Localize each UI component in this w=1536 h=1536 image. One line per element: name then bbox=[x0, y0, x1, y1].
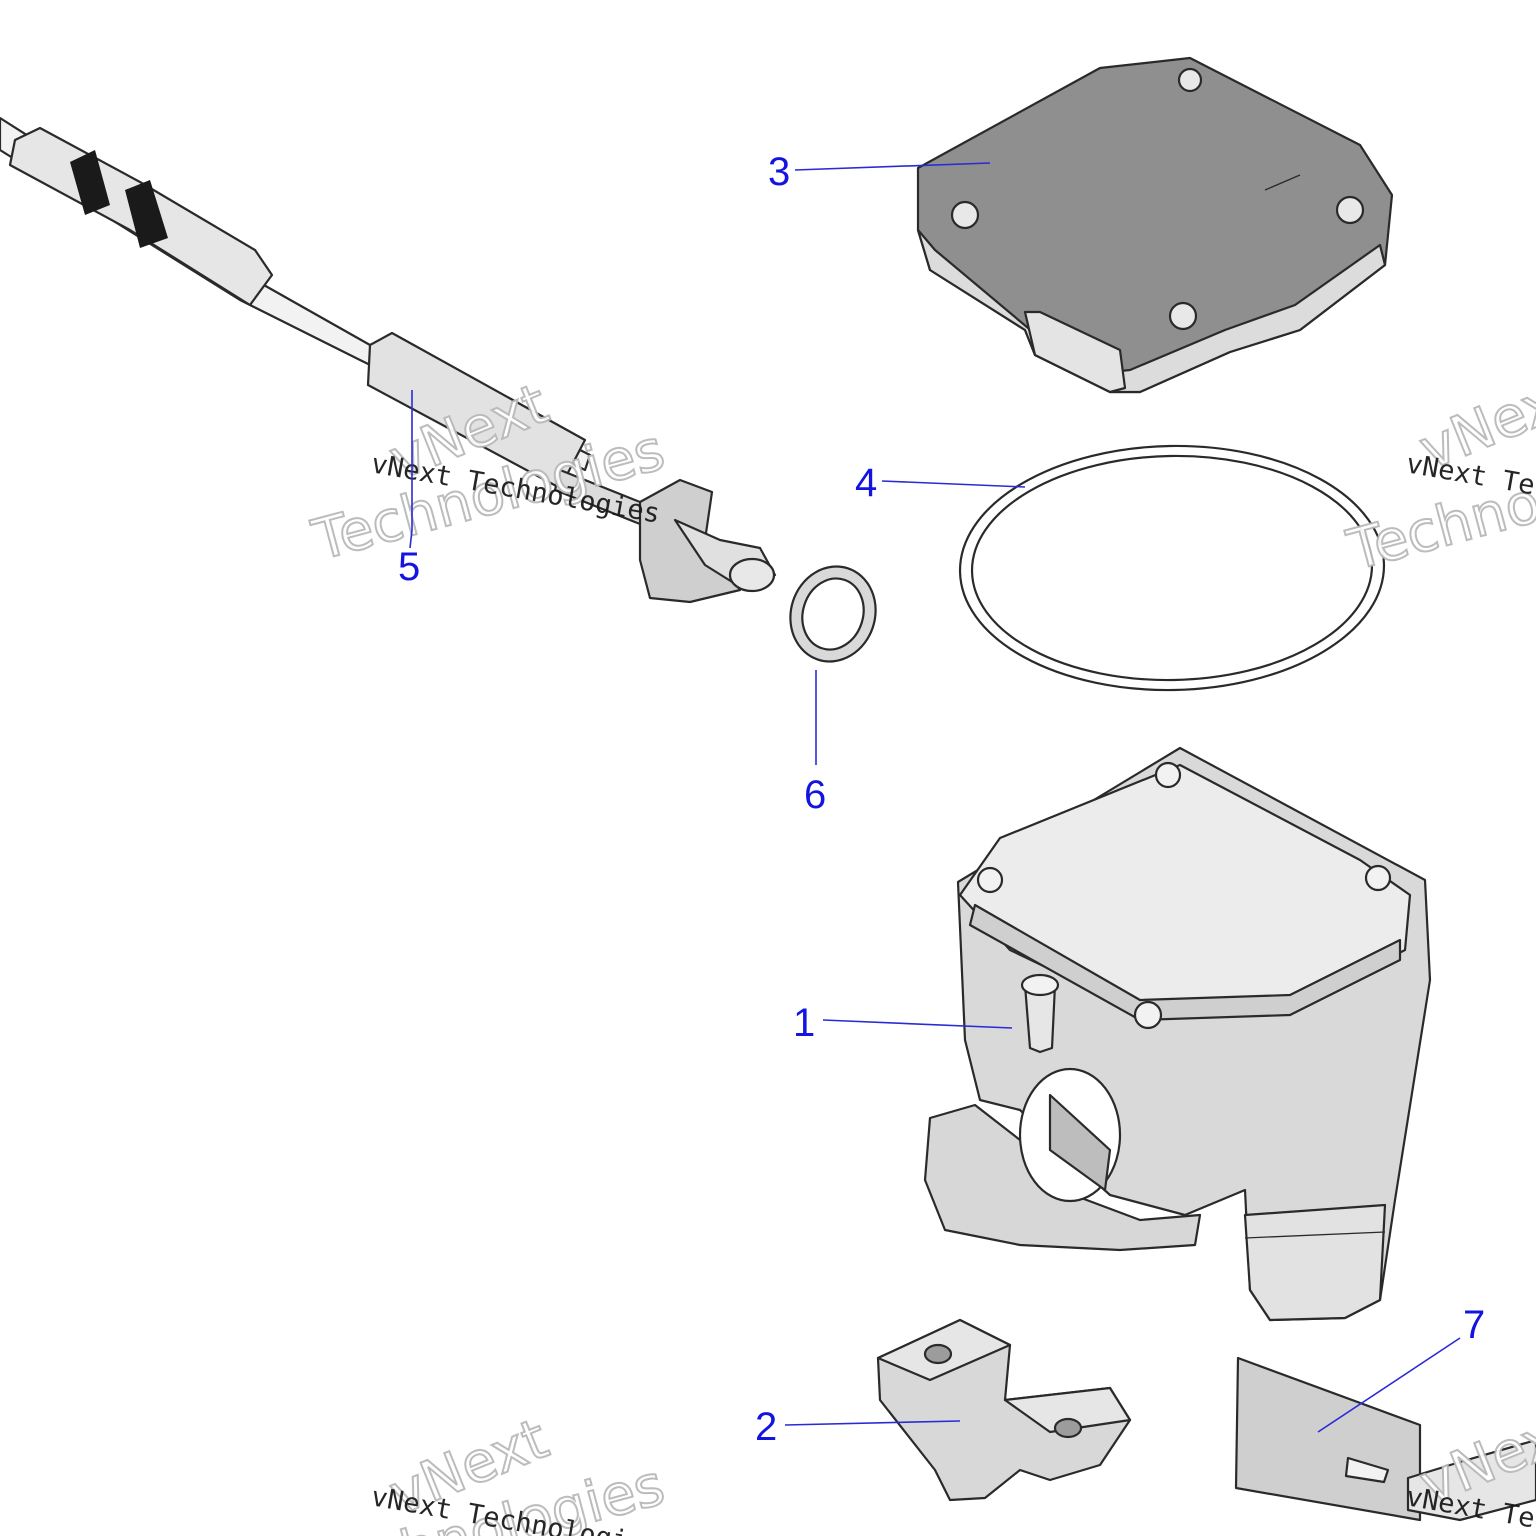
leader-1 bbox=[822, 1019, 1013, 1029]
callout-1: 1 bbox=[793, 1001, 815, 1045]
leader-5 bbox=[409, 390, 413, 549]
callout-7: 7 bbox=[1463, 1303, 1485, 1347]
leader-lines bbox=[409, 162, 1461, 1433]
callout-labels: 3 4 5 6 1 2 7 bbox=[398, 150, 1485, 1449]
leader-7 bbox=[1317, 1337, 1461, 1433]
callout-4: 4 bbox=[855, 461, 877, 505]
callout-3: 3 bbox=[768, 150, 790, 194]
leader-3 bbox=[794, 162, 991, 171]
part-3-cover bbox=[916, 56, 1394, 394]
leader-2 bbox=[784, 1420, 961, 1426]
part-6-small-ring bbox=[789, 565, 877, 663]
part-5-cable bbox=[0, 116, 777, 604]
callout-6: 6 bbox=[804, 773, 826, 817]
part-2-clamp bbox=[876, 1318, 1132, 1502]
part-1-housing bbox=[923, 746, 1432, 1322]
callout-5: 5 bbox=[398, 545, 420, 589]
part-4-large-ring bbox=[958, 444, 1386, 692]
leader-4 bbox=[881, 480, 1026, 488]
callout-2: 2 bbox=[755, 1405, 777, 1449]
part-7-sensor bbox=[1234, 1356, 1536, 1522]
